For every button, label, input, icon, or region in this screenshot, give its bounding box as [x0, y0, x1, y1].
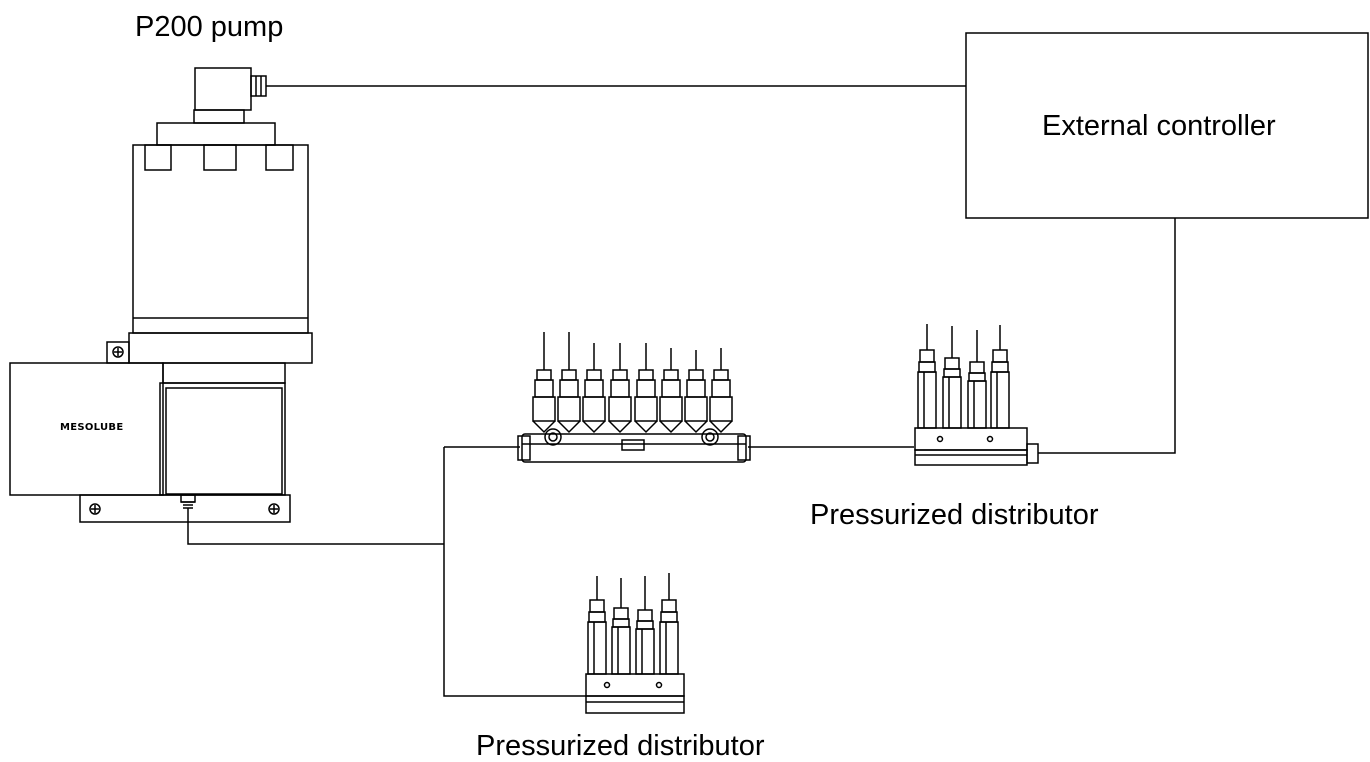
injector-4	[659, 573, 679, 675]
pump-connector-body	[194, 67, 252, 111]
manifold-outlet-3	[582, 343, 606, 434]
injector-1	[587, 576, 607, 675]
pump-reservoir	[132, 144, 309, 334]
pressurized-distributor-right	[914, 324, 1039, 466]
manifold-outlet-4	[608, 343, 632, 434]
pipe-pump-outlet	[187, 508, 444, 545]
pump-top-cap	[156, 122, 276, 146]
port-icon	[544, 428, 562, 446]
manifold-outlet-2	[557, 332, 581, 434]
pump-connector-plug	[250, 75, 267, 97]
screw-icon	[112, 346, 124, 358]
distributor-base	[585, 673, 685, 697]
manifold-outlet-1	[532, 332, 556, 434]
port-icon	[701, 428, 719, 446]
pipe-branch-vertical	[443, 447, 586, 697]
distributor-base	[914, 427, 1028, 451]
controller-label: External controller	[1042, 110, 1276, 142]
pump-motor-block	[159, 382, 286, 496]
connection-lines	[187, 85, 1176, 697]
injector-2	[611, 578, 631, 675]
p200-pump	[9, 67, 313, 523]
injector-3	[967, 330, 987, 429]
pump-flange	[128, 332, 313, 364]
manifold-outlet-8	[709, 348, 733, 434]
injector-3	[635, 576, 655, 675]
distributor-right-label: Pressurized distributor	[810, 499, 1099, 531]
pump-brand-label: MESOLUBE	[60, 422, 124, 433]
distributor-bottom-label: Pressurized distributor	[476, 730, 765, 762]
injector-1	[917, 324, 937, 429]
injector-4	[990, 325, 1010, 429]
pump-title-label: P200 pump	[135, 11, 284, 43]
external-controller-box	[965, 32, 1369, 219]
manifold-outlet-6	[659, 348, 683, 434]
screw-icon	[268, 503, 280, 515]
manifold-outlet-7	[684, 350, 708, 434]
progressive-manifold	[517, 332, 751, 463]
injector-2	[942, 326, 962, 429]
signal-line-controller-to-distributor	[1038, 218, 1176, 454]
manifold-bar	[521, 433, 747, 463]
pressurized-distributor-bottom	[585, 573, 685, 714]
manifold-outlet-5	[634, 343, 658, 434]
screw-icon	[89, 503, 101, 515]
